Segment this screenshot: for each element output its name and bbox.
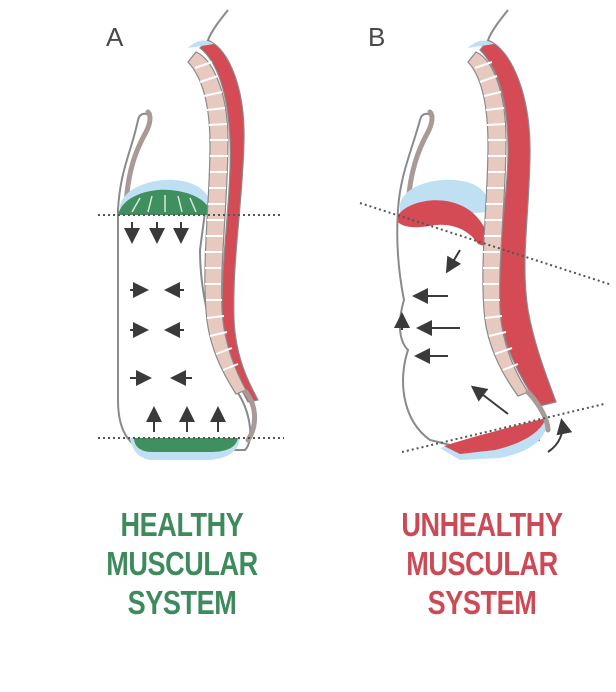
unhealthy-body-outline — [396, 112, 541, 452]
caption-healthy: HEALTHY MUSCULAR SYSTEM — [92, 505, 272, 622]
healthy-pressure-arrows — [124, 222, 226, 432]
caption-unhealthy-line-3: SYSTEM — [427, 584, 537, 621]
healthy-torso — [98, 9, 284, 460]
caption-unhealthy-line-2: MUSCULAR — [406, 545, 558, 582]
panel-label-b: B — [368, 22, 386, 52]
healthy-sternum — [123, 109, 153, 208]
unhealthy-diaphragm-line — [359, 202, 613, 286]
caption-unhealthy-line-1: UNHEALTHY — [401, 506, 563, 543]
caption-unhealthy: UNHEALTHY MUSCULAR SYSTEM — [392, 505, 572, 622]
panel-label-a: A — [106, 22, 124, 52]
unhealthy-pelvic-floor — [444, 418, 546, 454]
unhealthy-diaphragm — [398, 200, 490, 248]
unhealthy-torso — [359, 9, 613, 460]
caption-healthy-line-3: SYSTEM — [127, 584, 237, 621]
caption-healthy-line-2: MUSCULAR — [106, 545, 258, 582]
caption-healthy-line-1: HEALTHY — [120, 506, 244, 543]
unhealthy-pressure-arrows — [394, 249, 573, 453]
healthy-back-muscle — [199, 39, 259, 403]
